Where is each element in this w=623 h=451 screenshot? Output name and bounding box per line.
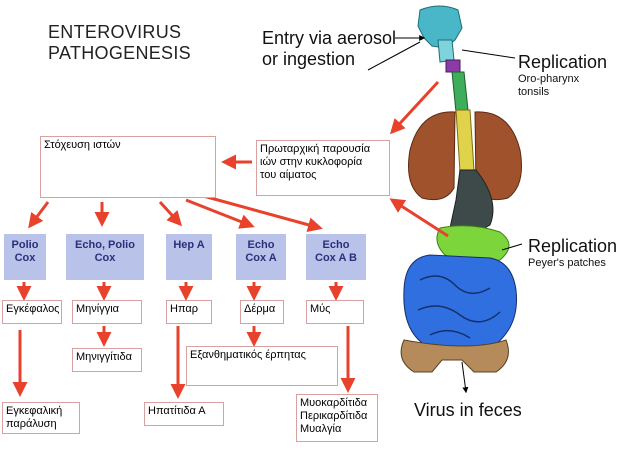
virus-group-line: Polio: [11, 239, 39, 251]
outcome-line: Μυοκαρδίτιδα: [300, 397, 368, 409]
feces-pointer: [461, 361, 469, 394]
entry-line: Entry via aerosol: [262, 28, 397, 48]
virus-group-line: Hep A: [173, 239, 205, 251]
diagram-title: ENTEROVIRUS PATHOGENESIS: [48, 22, 191, 64]
primary-line: ιών στην κυκλοφορία: [260, 156, 363, 168]
virus-group-echo-coxab: Echo Cox A B: [306, 234, 366, 280]
arrow-tissue-to-hepa: [158, 200, 183, 227]
flow-arrows: [12, 80, 449, 399]
peyers-patches: [436, 225, 510, 263]
primary-line: του αίματος: [260, 169, 317, 181]
arrow-tissue-to-echo-coxa: [185, 198, 255, 229]
virus-group-echo-coxa: Echo Cox A: [236, 234, 286, 280]
replication-title: Replication: [528, 236, 618, 256]
outcome-cerebral-paralysis: Εγκεφαλική παράλυση: [2, 402, 80, 434]
virus-group-echo-polio-cox: Echo, Polio Cox: [66, 234, 144, 280]
intestines: [403, 254, 518, 351]
virus-group-hepa: Hep A: [166, 234, 212, 280]
replication-oropharynx-label: Replication Oro-pharynx tonsils: [518, 52, 607, 99]
entry-line: or ingestion: [262, 49, 356, 69]
organ-liver: Ηπαρ: [166, 300, 212, 324]
lungs: [408, 111, 522, 201]
organ-brain: Εγκέφαλος: [2, 300, 62, 324]
pelvis: [400, 339, 509, 373]
replication-mid-pointer: [501, 243, 523, 251]
entry-label: Entry via aerosol or ingestion: [262, 28, 396, 70]
outcome-line: Μυαλγία: [300, 423, 342, 435]
outcome-line: Περικαρδίτιδα: [300, 410, 368, 422]
organ-muscle: Μύς: [306, 300, 364, 324]
virus-group-line: Cox A B: [315, 252, 357, 264]
outcome-line: Εγκεφαλική: [6, 405, 63, 417]
virus-group-line: Echo, Polio: [75, 239, 135, 251]
replication-sub: tonsils: [518, 86, 550, 98]
head-throat: [417, 5, 475, 173]
pointer-lines: [367, 35, 523, 394]
virus-group-line: Cox: [14, 252, 36, 264]
title-line: PATHOGENESIS: [48, 43, 191, 63]
outcome-rash: Εξανθηματικός έρπητας: [186, 346, 338, 386]
arrow-throat-to-blood: [389, 80, 440, 135]
replication-sub: Peyer's patches: [528, 257, 606, 269]
arrow-gut-to-blood: [389, 198, 449, 238]
primary-viremia-box: Πρωταρχική παρουσία ιών στην κυκλοφορία …: [256, 140, 390, 196]
virus-group-line: Cox: [94, 252, 116, 264]
arrow-tissue-to-polio: [28, 201, 50, 229]
primary-line: Πρωταρχική παρουσία: [260, 143, 371, 155]
replication-title: Replication: [518, 52, 608, 72]
virus-group-line: Echo: [247, 239, 275, 251]
arrow-tissue-to-echo-coxab: [195, 192, 323, 233]
virus-in-feces-label: Virus in feces: [414, 400, 522, 420]
virus-group-polio-cox: Polio Cox: [4, 234, 46, 280]
tissue-targeting-box: Στόχευση ιστών: [40, 136, 216, 198]
outcome-line: παράλυση: [6, 418, 57, 430]
organ-meninges: Μηνίγγια: [72, 300, 142, 324]
replication-top-pointer: [461, 49, 516, 59]
outcome-hepatitis-a: Ηπατίτιδα Α: [144, 402, 224, 426]
entry-pointer-2: [367, 41, 421, 71]
replication-peyers-label: Replication Peyer's patches: [528, 236, 617, 270]
title-line: ENTEROVIRUS: [48, 22, 182, 42]
outcome-meningitis: Μηνιγγίτιδα: [72, 348, 142, 372]
virus-group-line: Echo: [322, 239, 350, 251]
replication-sub: Oro-pharynx: [518, 73, 580, 85]
virus-group-line: Cox A: [245, 252, 277, 264]
organ-skin: Δέρμα: [240, 300, 284, 324]
outcome-myocarditis: Μυοκαρδίτιδα Περικαρδίτιδα Μυαλγία: [296, 394, 378, 442]
